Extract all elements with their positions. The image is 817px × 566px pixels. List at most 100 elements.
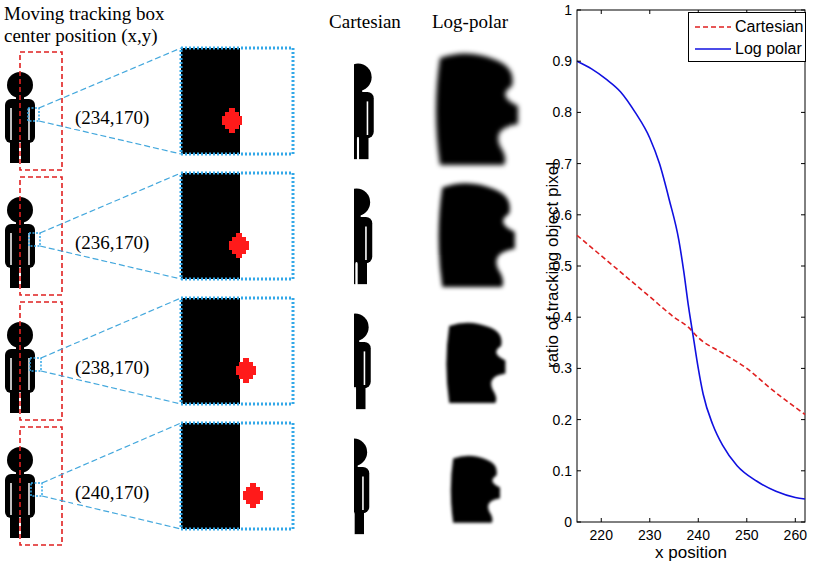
tick-label: 240	[687, 527, 710, 543]
tick-label: 260	[784, 527, 807, 543]
zoom-leader	[39, 48, 181, 108]
zoom-frame	[181, 48, 293, 154]
panel-heading: Moving tracking box center position (x,y…	[4, 3, 204, 47]
zoom-frame	[181, 173, 293, 279]
tick-mark	[577, 10, 581, 11]
zoom-frame	[181, 423, 293, 529]
tick-label: 250	[735, 527, 758, 543]
tick-mark	[801, 163, 805, 164]
log-polar-image	[436, 53, 518, 165]
coordinate-label: (238,170)	[73, 357, 151, 379]
zoom-region	[28, 108, 39, 121]
chart-legend: CartesianLog polar	[688, 12, 806, 62]
legend-entry: Log polar	[689, 38, 805, 60]
tracking-center-marker	[236, 358, 256, 383]
tracking-center-marker	[243, 483, 263, 508]
legend-sample	[693, 19, 733, 35]
tick-label: 0	[564, 514, 572, 530]
log-polar-image	[451, 456, 500, 523]
zoom-body	[181, 48, 240, 154]
zoom-body	[181, 423, 240, 529]
tracking-row	[5, 48, 518, 170]
tick-mark	[577, 61, 581, 62]
tick-label: 0.8	[553, 104, 572, 120]
tick-label: 0.6	[553, 207, 572, 223]
zoom-background	[181, 423, 293, 529]
person-silhouette	[354, 64, 374, 160]
tick-mark	[649, 10, 650, 14]
tick-mark	[746, 518, 747, 522]
zoom-body	[181, 173, 240, 279]
tick-mark	[795, 518, 796, 522]
person-silhouette	[5, 72, 35, 163]
legend-label: Cartesian	[735, 18, 803, 36]
person-silhouette	[354, 314, 371, 410]
tick-mark	[801, 10, 805, 11]
zoom-leader	[41, 298, 181, 358]
log-polar-image	[446, 323, 505, 403]
tracking-box	[20, 52, 62, 170]
zoom-body	[181, 298, 240, 404]
zoom-background	[181, 173, 293, 279]
tick-label: 0.9	[553, 53, 572, 69]
tick-label: 0.4	[553, 309, 572, 325]
tick-label: 0.7	[553, 156, 572, 172]
tick-mark	[577, 317, 581, 318]
person-silhouette	[354, 189, 372, 285]
tracking-row	[5, 423, 500, 545]
tick-mark	[577, 163, 581, 164]
tracking-box	[20, 302, 62, 420]
tick-mark	[649, 518, 650, 522]
line-chart	[577, 10, 805, 522]
tick-mark	[577, 214, 581, 215]
tick-mark	[801, 214, 805, 215]
column-heading: Log-polar	[432, 11, 508, 33]
zoom-region	[29, 233, 40, 246]
tick-mark	[801, 266, 805, 267]
tick-mark	[801, 522, 805, 523]
tracking-row	[5, 298, 505, 420]
zoom-leader	[42, 423, 181, 483]
tick-mark	[801, 368, 805, 369]
log-polar-curve	[577, 61, 805, 499]
legend-label: Log polar	[735, 40, 802, 58]
tick-mark	[577, 112, 581, 113]
tracking-row	[5, 173, 515, 295]
person-silhouette	[5, 197, 35, 288]
tracking-box	[20, 177, 62, 295]
coordinate-label: (236,170)	[73, 232, 151, 254]
tick-label: 1	[564, 2, 572, 18]
log-polar-image	[439, 183, 515, 287]
tick-label: 0.3	[553, 360, 572, 376]
tick-mark	[801, 419, 805, 420]
coordinate-label: (240,170)	[73, 482, 151, 504]
zoom-frame	[181, 298, 293, 404]
tick-mark	[577, 368, 581, 369]
coordinate-label: (234,170)	[73, 107, 151, 129]
tick-mark	[577, 266, 581, 267]
tick-mark	[698, 518, 699, 522]
tick-mark	[577, 470, 581, 471]
plot-frame	[577, 10, 805, 522]
tick-mark	[801, 317, 805, 318]
zoom-leader	[40, 173, 181, 233]
legend-entry: Cartesian	[689, 16, 805, 38]
person-silhouette	[354, 439, 369, 535]
tick-mark	[601, 10, 602, 14]
tick-mark	[601, 518, 602, 522]
tick-label: 230	[638, 527, 661, 543]
zoom-region	[30, 358, 41, 371]
zoom-region	[31, 483, 42, 496]
tick-label: 0.5	[553, 258, 572, 274]
tracking-center-marker	[222, 108, 242, 133]
zoom-background	[181, 298, 293, 404]
legend-sample	[693, 41, 733, 57]
column-heading: Cartesian	[329, 11, 401, 33]
axis-title: x position	[655, 543, 727, 563]
zoom-background	[181, 48, 293, 154]
tick-mark	[577, 522, 581, 523]
tick-mark	[801, 470, 805, 471]
tick-label: 0.1	[553, 463, 572, 479]
tick-label: 0.2	[553, 412, 572, 428]
